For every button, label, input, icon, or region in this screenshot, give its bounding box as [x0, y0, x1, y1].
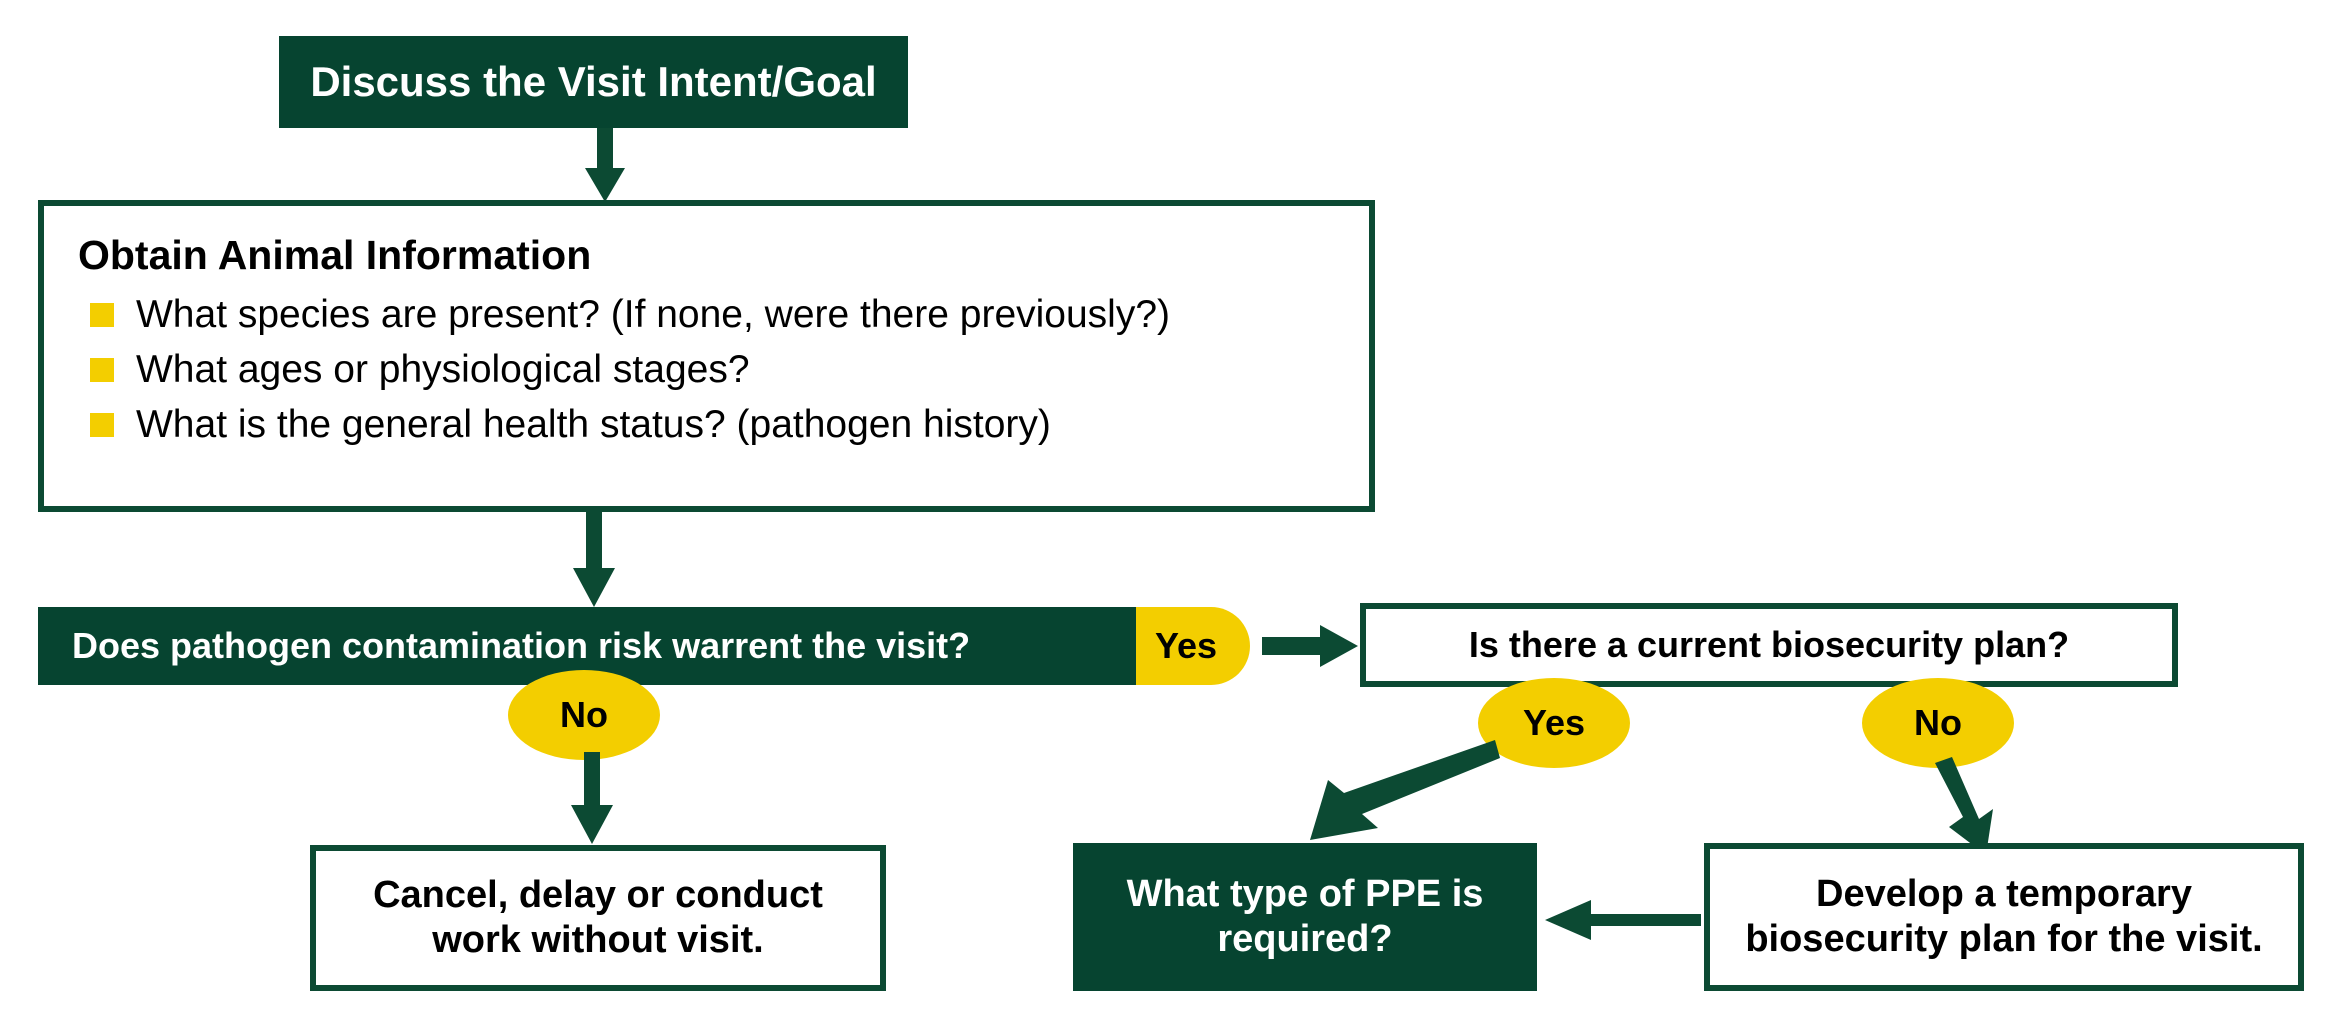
node-label-line-2: biosecurity plan for the visit. — [1745, 918, 2263, 960]
bullet-square-icon — [90, 413, 114, 437]
node-obtain-animal-information: Obtain Animal Information What species a… — [38, 200, 1375, 512]
node-label-line-2: required? — [1217, 918, 1393, 960]
node-label: Is there a current biosecurity plan? — [1468, 623, 2070, 665]
list-item: What ages or physiological stages? — [78, 348, 1335, 392]
node-label-line-1: Develop a temporary — [1816, 873, 2192, 916]
branch-label-plan-no: No — [1862, 678, 2014, 768]
branch-label-text: Yes — [1522, 702, 1586, 743]
branch-label-risk-no: No — [508, 670, 660, 760]
arrow-risk-no-to-cancel — [571, 752, 613, 844]
node-label-line-1: Cancel, delay or conduct — [373, 874, 823, 917]
node-label-line-1: What type of PPE is — [1126, 873, 1484, 916]
node-label: Discuss the Visit Intent/Goal — [310, 58, 877, 106]
node-decision-current-biosecurity-plan: Is there a current biosecurity plan? — [1360, 603, 2178, 687]
node-what-type-of-ppe: What type of PPE is required? — [1073, 843, 1537, 991]
node-label: Cancel, delay or conduct work without vi… — [373, 873, 823, 963]
node-discuss-visit-intent: Discuss the Visit Intent/Goal — [279, 36, 908, 128]
branch-label-text: No — [560, 694, 608, 735]
arrow-info-to-risk — [573, 512, 615, 607]
list-item-label: What species are present? (If none, were… — [136, 293, 1171, 336]
list-item: What species are present? (If none, were… — [78, 293, 1335, 337]
branch-label-risk-yes: Yes — [1136, 607, 1250, 685]
list-item: What is the general health status? (path… — [78, 403, 1335, 447]
node-develop-temporary-biosecurity-plan: Develop a temporary biosecurity plan for… — [1704, 843, 2304, 991]
node-label-line-2: work without visit. — [432, 919, 764, 961]
node-label: What type of PPE is required? — [1127, 872, 1484, 962]
arrow-risk-yes-to-bioplan — [1262, 625, 1358, 667]
branch-label-text: Yes — [1154, 625, 1218, 666]
arrow-plan-yes-to-ppe — [1290, 740, 1500, 850]
bullet-square-icon — [90, 303, 114, 327]
bullet-square-icon — [90, 358, 114, 382]
node-label: Develop a temporary biosecurity plan for… — [1745, 872, 2262, 962]
list-item-label: What is the general health status? (path… — [136, 403, 1051, 446]
branch-label-plan-yes: Yes — [1478, 678, 1630, 768]
panel-heading: Obtain Animal Information — [78, 232, 592, 278]
arrow-plan-no-to-temp-plan — [1935, 757, 2015, 855]
node-label: Does pathogen contamination risk warrent… — [72, 625, 971, 666]
arrow-intent-to-info — [585, 128, 625, 202]
list-item-label: What ages or physiological stages? — [136, 348, 750, 391]
animal-info-bullet-list: What species are present? (If none, were… — [78, 293, 1335, 447]
branch-label-text: No — [1914, 702, 1962, 743]
node-cancel-delay-conduct-work: Cancel, delay or conduct work without vi… — [310, 845, 886, 991]
arrow-temp-plan-to-ppe — [1545, 900, 1701, 940]
